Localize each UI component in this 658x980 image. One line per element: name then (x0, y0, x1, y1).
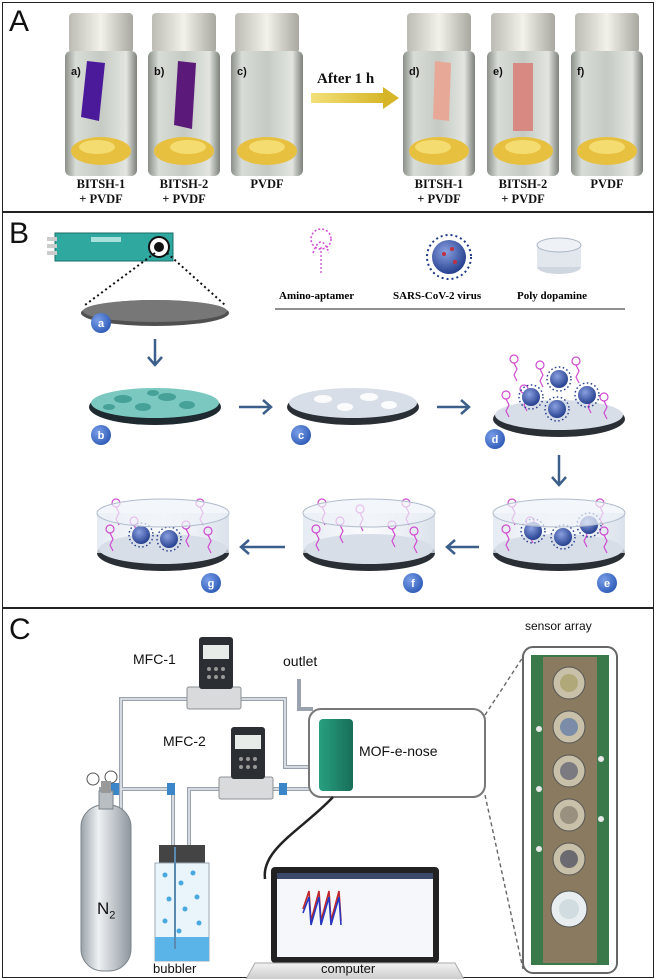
outlet-label: outlet (283, 653, 318, 669)
vial-f-label: PVDF (590, 177, 624, 191)
arrow-f-g (239, 539, 285, 555)
disk-f (302, 498, 436, 571)
arrow-d-e (551, 455, 567, 487)
panel-b: B (2, 212, 654, 608)
vial-c: c) (231, 13, 303, 176)
svg-text:e: e (604, 578, 610, 590)
vials-photo-illustration: a) b) c) After 1 h (65, 13, 643, 176)
panel-c-label: C (9, 613, 31, 646)
mfc-1-label: MFC-1 (133, 651, 176, 667)
vial-d: d) (403, 13, 475, 176)
aptamer-legend-icon (310, 228, 332, 275)
step-marker-a: a (91, 313, 111, 333)
bubbler-label: bubbler (153, 961, 197, 976)
sensor-array-photo (522, 646, 618, 974)
n2-label: N2 (97, 899, 116, 922)
aptamer-legend: Amino-aptamer (279, 290, 354, 302)
arrow-text: After 1 h (317, 71, 375, 87)
computer-label: computer (321, 961, 376, 976)
vial-d-tag: d) (409, 66, 420, 78)
svg-text:f: f (411, 578, 415, 590)
disk-e (492, 498, 626, 571)
disk-g (96, 498, 230, 571)
polydopamine-legend-icon (536, 237, 582, 274)
svg-text:b: b (98, 430, 105, 442)
sensor-array-label: sensor array (525, 619, 592, 633)
laptop-computer (245, 867, 465, 979)
arrow-c-d (437, 399, 471, 415)
svg-text:a: a (98, 318, 105, 330)
step-marker-e: e (597, 573, 617, 593)
step-marker-f: f (403, 573, 423, 593)
vial-a: a) (65, 13, 137, 176)
arrow-b-c (239, 399, 273, 415)
vial-b-tag: b) (154, 66, 165, 78)
arrow-e-f (445, 539, 479, 555)
disk-d (493, 354, 625, 437)
disk-c (287, 388, 419, 425)
step-marker-d: d (485, 429, 505, 449)
panel-a-label: A (9, 5, 30, 38)
virus-legend: SARS-CoV-2 virus (393, 290, 482, 302)
vial-e: e) (487, 13, 559, 176)
after-arrow: After 1 h (311, 71, 399, 109)
vial-e-tag: e) (493, 66, 503, 78)
panel-c: C (2, 608, 654, 979)
step-marker-b: b (91, 425, 111, 445)
mfc-2-label: MFC-2 (163, 733, 206, 749)
vial-f-tag: f) (577, 66, 585, 78)
vial-b-label: BITSH-2+ PVDF (159, 177, 209, 206)
vial-a-label: BITSH-1+ PVDF (76, 177, 126, 206)
vial-f: f) (571, 13, 643, 176)
panel-b-label: B (9, 217, 30, 250)
screen-printed-electrode (47, 232, 174, 262)
vial-c-label: PVDF (250, 177, 284, 191)
vial-c-tag: c) (237, 66, 247, 78)
svg-text:d: d (492, 434, 499, 446)
disk-a (81, 300, 229, 326)
disk-b (89, 388, 221, 425)
polydopamine-legend: Poly dopamine (517, 290, 587, 302)
aptasensor-fabrication-scheme: Amino-aptamer SARS-CoV-2 virus Poly dopa… (47, 228, 626, 593)
bubbler-vessel (154, 845, 210, 962)
virus-legend-icon (426, 234, 472, 280)
arrow-a-b (147, 339, 163, 367)
n2-gas-cylinder (80, 770, 132, 972)
vial-d-label: BITSH-1+ PVDF (414, 177, 464, 206)
mof-e-nose-device (263, 708, 486, 880)
vial-e-label: BITSH-2+ PVDF (498, 177, 548, 206)
svg-text:g: g (208, 578, 215, 590)
vial-a-tag: a) (71, 66, 81, 78)
svg-text:c: c (298, 430, 304, 442)
mof-e-nose-label: MOF-e-nose (359, 743, 438, 759)
panel-a: A a) (2, 2, 654, 212)
step-marker-c: c (291, 425, 311, 445)
vial-b: b) (148, 13, 220, 176)
mfc-1-device (186, 637, 242, 710)
legend: Amino-aptamer SARS-CoV-2 virus Poly dopa… (275, 228, 625, 310)
mfc-2-device (218, 727, 274, 800)
step-marker-g: g (201, 573, 221, 593)
e-nose-setup-illustration (80, 637, 618, 979)
